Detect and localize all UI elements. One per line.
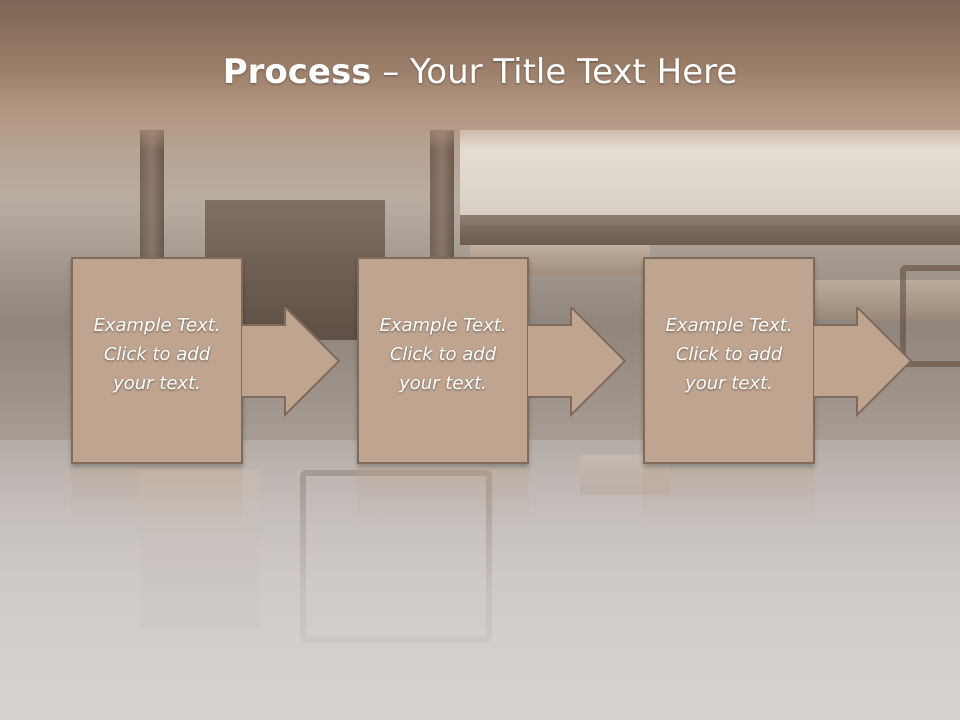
step-text[interactable]: Example Text. Click to add your text. — [649, 311, 809, 398]
arrow-right-icon — [813, 307, 913, 417]
arrow-right-icon — [527, 307, 627, 417]
step-text-line: Click to add — [675, 344, 783, 365]
step-text[interactable]: Example Text. Click to add your text. — [77, 311, 237, 398]
step-text[interactable]: Example Text. Click to add your text. — [363, 311, 523, 398]
step-reflection — [357, 467, 529, 527]
step-text-line: your text. — [685, 373, 773, 394]
step-text-line: Click to add — [103, 344, 211, 365]
background-desk — [815, 280, 960, 320]
step-text-line: Example Text. — [665, 315, 793, 336]
step-box[interactable] — [643, 257, 815, 464]
step-text-line: your text. — [113, 373, 201, 394]
title-bold: Process — [222, 52, 372, 92]
background-floor — [0, 440, 960, 720]
step-reflection — [643, 467, 815, 527]
background-wainscot — [460, 215, 960, 245]
background-chair — [900, 265, 960, 367]
step-text-line: Click to add — [389, 344, 497, 365]
step-text-line: your text. — [399, 373, 487, 394]
title-rest: – Your Title Text Here — [371, 52, 738, 92]
slide-title[interactable]: Process – Your Title Text Here — [0, 52, 960, 92]
step-text-line: Example Text. — [379, 315, 507, 336]
step-box[interactable] — [357, 257, 529, 464]
arrow-right-icon — [241, 307, 341, 417]
step-text-line: Example Text. — [93, 315, 221, 336]
step-reflection — [71, 467, 243, 527]
title-band — [0, 0, 960, 150]
